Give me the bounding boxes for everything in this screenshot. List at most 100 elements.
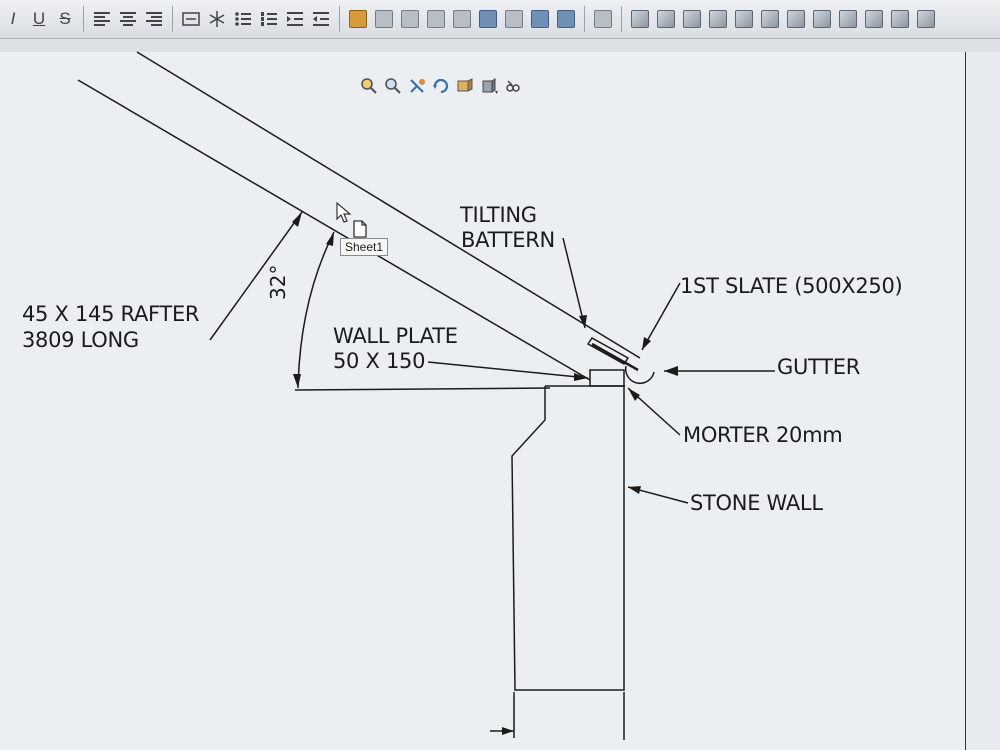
angle-arc xyxy=(297,231,335,389)
previous-view-button[interactable] xyxy=(406,75,428,97)
center-mark-button[interactable] xyxy=(529,8,551,30)
snowflake-icon xyxy=(209,11,225,27)
block-button[interactable] xyxy=(477,8,499,30)
rafter-leader xyxy=(209,211,303,341)
rotate-icon xyxy=(433,78,449,94)
hatch-button[interactable] xyxy=(503,8,525,30)
text-box-button[interactable] xyxy=(180,8,202,30)
rafter-label-line1[interactable]: 45 X 145 RAFTER xyxy=(22,302,200,326)
align-left-button[interactable] xyxy=(91,8,113,30)
outdent-icon xyxy=(313,12,329,26)
wall-plate-label-line1[interactable]: WALL PLATE xyxy=(333,324,458,348)
table-button[interactable] xyxy=(373,8,395,30)
balloon-button[interactable] xyxy=(451,8,473,30)
wall-plate-arrowhead xyxy=(574,373,588,381)
sheet-document-icon xyxy=(353,220,367,238)
hide-show-button[interactable] xyxy=(502,75,524,97)
toolbar-separator xyxy=(83,6,84,32)
mortar-label[interactable]: MORTER 20mm xyxy=(683,423,843,447)
drawing-sheet[interactable] xyxy=(0,52,966,750)
arrowheads xyxy=(292,212,678,735)
view-detail-button[interactable] xyxy=(759,8,781,30)
format-toolbar: I U S xyxy=(0,0,1000,39)
outdent-button[interactable] xyxy=(310,8,332,30)
numbered-list-icon xyxy=(261,12,277,26)
indent-button[interactable] xyxy=(284,8,306,30)
first-slate-label[interactable]: 1ST SLATE (500X250) xyxy=(680,274,903,298)
view-iso-button[interactable] xyxy=(707,8,729,30)
heads-up-view-toolbar xyxy=(358,74,524,98)
note-icon xyxy=(349,10,367,28)
view-aux-button[interactable] xyxy=(785,8,807,30)
gutter-label[interactable]: GUTTER xyxy=(777,355,860,379)
view-top-button[interactable] xyxy=(655,8,677,30)
view-top-icon xyxy=(657,10,675,28)
view-iso-icon xyxy=(709,10,727,28)
view-relative-button[interactable] xyxy=(889,8,911,30)
toolbar-separator xyxy=(172,6,173,32)
view-crop-icon xyxy=(839,10,857,28)
dimension-button[interactable] xyxy=(425,8,447,30)
view-alt-button[interactable] xyxy=(863,8,885,30)
zoom-fit-icon xyxy=(361,78,377,94)
strikethrough-button[interactable]: S xyxy=(59,9,71,28)
view-broken-icon xyxy=(813,10,831,28)
view-section-button[interactable] xyxy=(733,8,755,30)
wall-plate xyxy=(589,369,625,387)
rotate-button[interactable] xyxy=(430,75,452,97)
view-predefined-button[interactable] xyxy=(915,8,937,30)
toolbar-separator xyxy=(339,6,340,32)
rafter-bottom-line xyxy=(77,79,591,381)
hide-show-icon xyxy=(506,80,520,92)
angle-dimension-label[interactable]: 32° xyxy=(266,264,290,300)
tilting-batten-label-line2[interactable]: BATTERN xyxy=(461,228,555,252)
datum-button[interactable] xyxy=(399,8,421,30)
angle-arrowhead-bottom xyxy=(293,374,301,388)
gutter-profile xyxy=(624,365,655,384)
view-relative-icon xyxy=(891,10,909,28)
align-right-button[interactable] xyxy=(143,8,165,30)
tilting-batten-leader xyxy=(562,237,586,329)
first-slate xyxy=(591,342,639,372)
align-icon xyxy=(594,10,612,28)
rafter-label-line2[interactable]: 3809 LONG xyxy=(22,328,139,352)
view-right-icon xyxy=(683,10,701,28)
view-predefined-icon xyxy=(917,10,935,28)
display-style-button[interactable] xyxy=(478,75,500,97)
stone-wall-label[interactable]: STONE WALL xyxy=(690,491,823,515)
block-icon xyxy=(479,10,497,28)
view-section-icon xyxy=(735,10,753,28)
view-detail-icon xyxy=(761,10,779,28)
zoom-area-button[interactable] xyxy=(382,75,404,97)
view-aux-icon xyxy=(787,10,805,28)
note-button[interactable] xyxy=(347,8,369,30)
tilting-batten-label-line1[interactable]: TILTING xyxy=(460,203,537,227)
zoom-fit-button[interactable] xyxy=(358,75,380,97)
graphics-area[interactable] xyxy=(0,52,1000,750)
stone-wall-arrowhead xyxy=(628,486,641,494)
view-broken-button[interactable] xyxy=(811,8,833,30)
view-crop-button[interactable] xyxy=(837,8,859,30)
bullet-list-icon xyxy=(235,12,251,26)
indent-icon xyxy=(287,12,303,26)
text-box-icon xyxy=(182,12,200,26)
snowflake-button[interactable] xyxy=(206,8,228,30)
dimension-arrowhead xyxy=(502,727,514,735)
previous-view-icon xyxy=(410,79,425,93)
section-view-button[interactable] xyxy=(454,75,476,97)
align-center-button[interactable] xyxy=(117,8,139,30)
symbol-button[interactable] xyxy=(555,8,577,30)
bullet-list-button[interactable] xyxy=(232,8,254,30)
underline-button[interactable]: U xyxy=(32,9,46,28)
view-alt-icon xyxy=(865,10,883,28)
numbered-list-button[interactable] xyxy=(258,8,280,30)
view-front-button[interactable] xyxy=(629,8,651,30)
datum-icon xyxy=(401,10,419,28)
wall-plate-label-line2[interactable]: 50 X 150 xyxy=(333,349,426,373)
balloon-icon xyxy=(453,10,471,28)
align-button[interactable] xyxy=(592,8,614,30)
italic-button[interactable]: I xyxy=(10,9,16,28)
view-right-button[interactable] xyxy=(681,8,703,30)
gutter-arrowhead xyxy=(664,366,678,376)
